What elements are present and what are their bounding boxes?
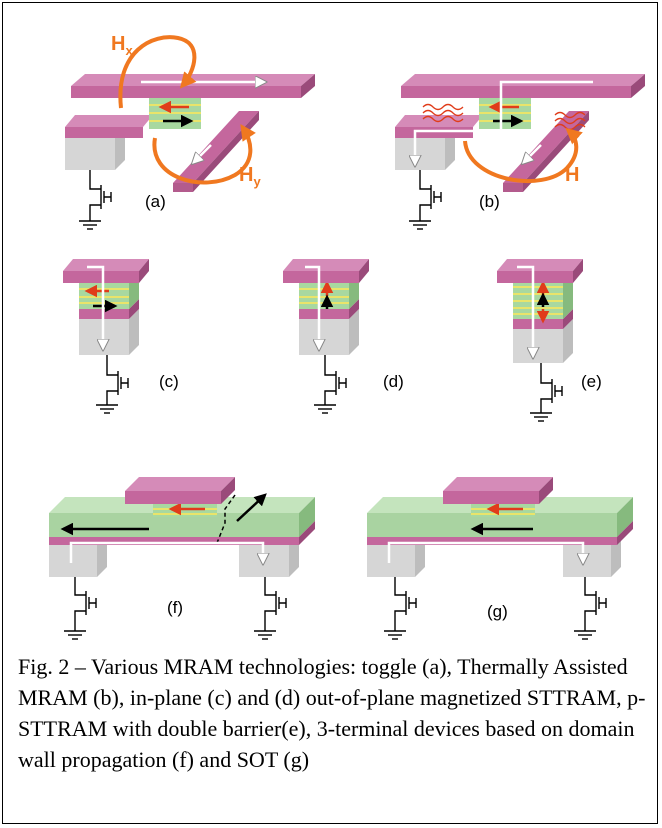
- access-transistor: [419, 170, 442, 221]
- h-label: H: [565, 164, 579, 186]
- right-access-transistor: [264, 577, 287, 631]
- panel-label-d: (d): [383, 372, 404, 391]
- ground-symbol: [409, 220, 431, 230]
- panel-e-double-barrier: (e): [497, 259, 602, 422]
- top-electrode: [283, 259, 369, 283]
- mtj-stack: [479, 97, 531, 129]
- left-access-transistor: [394, 577, 417, 631]
- panel-label-a: (a): [145, 192, 166, 211]
- bottom-electrode: [395, 115, 483, 138]
- right-ground-symbol: [574, 630, 596, 640]
- top-bitline: [401, 74, 645, 98]
- left-ground-symbol: [64, 630, 86, 640]
- left-ground-symbol: [384, 630, 406, 640]
- hx-label: Hx: [111, 33, 133, 58]
- ground-symbol: [79, 220, 101, 230]
- access-transistor: [89, 170, 112, 221]
- access-transistor: [324, 355, 347, 405]
- ground-symbol: [530, 412, 552, 422]
- bottom-electrode: [513, 309, 573, 329]
- right-ground-symbol: [254, 630, 276, 640]
- top-electrode: [497, 259, 583, 283]
- hy-field-loop: [152, 124, 256, 185]
- top-bitline: [71, 74, 315, 98]
- top-electrode: [63, 259, 149, 283]
- bottom-electrode: [65, 115, 153, 138]
- h-field-loop: [463, 127, 583, 183]
- left-access-transistor: [74, 577, 97, 631]
- panel-label-e: (e): [581, 372, 602, 391]
- access-transistor: [106, 355, 129, 405]
- heating-current-path: [415, 80, 593, 165]
- panel-d-perpendicular-stt: (d): [283, 259, 404, 414]
- field-current-arrow: [523, 144, 542, 163]
- current-arrow-y: [193, 144, 212, 163]
- figure-caption: Fig. 2 – Various MRAM technologies: togg…: [18, 654, 646, 772]
- current-path: [387, 541, 583, 563]
- panel-label-f: (f): [167, 598, 183, 617]
- top-electrode: [443, 477, 553, 504]
- current-path: [517, 265, 533, 357]
- panel-label-c: (c): [159, 372, 179, 391]
- ground-symbol: [96, 404, 118, 414]
- panel-b-tas-mram: H (b): [395, 74, 645, 230]
- current-path: [305, 265, 319, 349]
- mtj-stack: [149, 97, 201, 129]
- right-access-transistor: [584, 577, 607, 631]
- hx-field-loop: [118, 35, 197, 109]
- right-domain-arrow: [236, 493, 267, 522]
- panel-g-sot: (g): [367, 477, 633, 640]
- access-transistor: [540, 363, 563, 413]
- ground-symbol: [314, 404, 336, 414]
- panel-f-domain-wall: (f): [49, 477, 315, 640]
- current-path: [69, 541, 263, 563]
- heat-wave-left: [422, 103, 464, 123]
- panel-label-g: (g): [487, 602, 508, 621]
- mram-figure: Hx Hy (a): [49, 33, 645, 640]
- panel-label-b: (b): [479, 192, 500, 211]
- domain-wall: [216, 494, 236, 544]
- hy-label: Hy: [239, 164, 261, 189]
- panel-c-in-plane-stt: (c): [63, 259, 179, 414]
- panel-a-toggle: Hx Hy (a): [65, 33, 315, 230]
- bottom-electrode: [299, 299, 359, 319]
- top-electrode: [125, 477, 235, 504]
- current-path: [87, 265, 103, 349]
